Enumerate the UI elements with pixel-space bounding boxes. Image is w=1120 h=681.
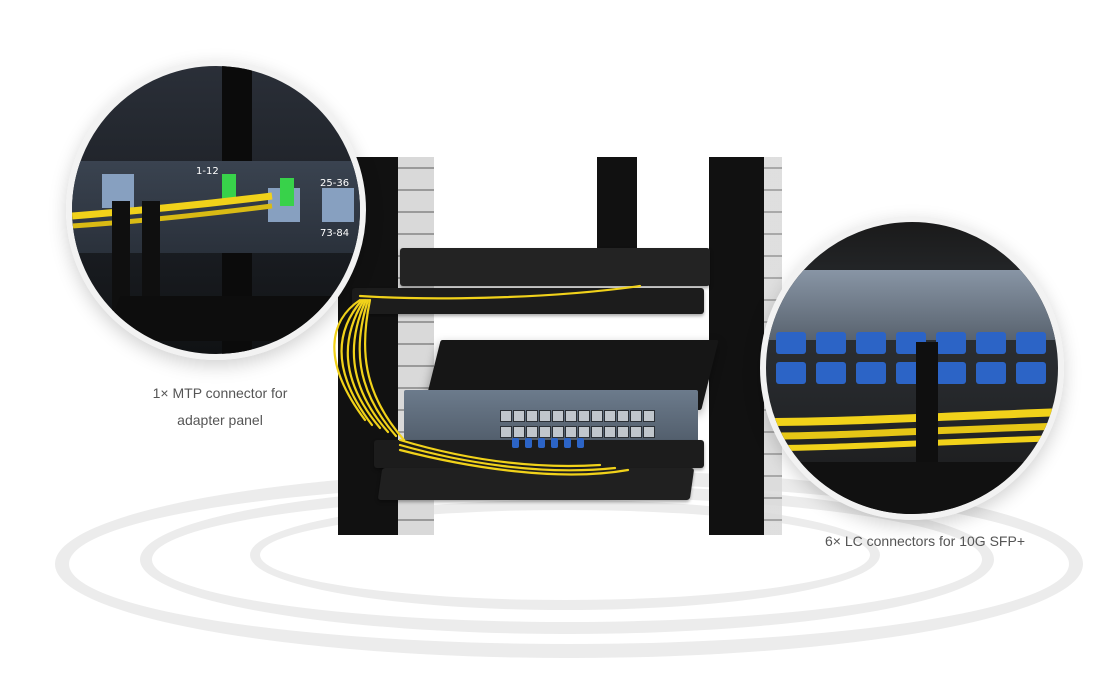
- lc-connector: [816, 332, 846, 354]
- mtp-connector-icon: [222, 174, 236, 202]
- sfp-port: [500, 426, 512, 438]
- fiber-cable: [398, 448, 630, 476]
- fiber-cable: [363, 298, 406, 442]
- sfp-port: [539, 410, 551, 422]
- rack-post-right: [709, 157, 764, 535]
- caption-lc: 6× LC connectors for 10G SFP+: [825, 533, 1025, 549]
- fiber-cable: [398, 438, 602, 468]
- lc-connector: [856, 332, 886, 354]
- sfp-port: [565, 410, 577, 422]
- fiber-cable: [398, 443, 617, 472]
- sfp-port: [539, 426, 551, 438]
- lc-connector: [816, 362, 846, 384]
- zoom-adapter: [322, 188, 354, 222]
- sfp-port: [604, 410, 616, 422]
- lc-connector: [564, 438, 571, 448]
- lc-connector: [776, 362, 806, 384]
- lc-connector: [936, 362, 966, 384]
- zoom-port-label: 25-36: [320, 178, 350, 189]
- lc-connector: [512, 438, 519, 448]
- lc-connector: [936, 332, 966, 354]
- sfp-port: [552, 410, 564, 422]
- sfp-port: [617, 410, 629, 422]
- zoom-tray: [103, 296, 360, 341]
- lc-connector: [976, 362, 1006, 384]
- sfp-port: [565, 426, 577, 438]
- lc-connector: [776, 332, 806, 354]
- lc-connector: [1016, 362, 1046, 384]
- sfp-port: [552, 426, 564, 438]
- caption-mtp-line2: adapter panel: [177, 412, 263, 428]
- zoom-fiber: [72, 192, 273, 229]
- cable-manager-top: [352, 288, 704, 314]
- sfp-port: [513, 426, 525, 438]
- sfp-port: [630, 426, 642, 438]
- lc-connector: [1016, 332, 1046, 354]
- sfp-port: [513, 410, 525, 422]
- zoom-cable-bracket: [916, 342, 938, 472]
- sfp-port: [591, 426, 603, 438]
- adapter-panel: [400, 248, 710, 286]
- zoom-switch-panel: [766, 270, 1058, 340]
- fiber-cable: [358, 284, 642, 300]
- lc-connector: [551, 438, 558, 448]
- lc-connector: [856, 362, 886, 384]
- zoom-circle-lc: [760, 216, 1064, 520]
- lc-connector: [577, 438, 584, 448]
- sfp-port: [643, 410, 655, 422]
- sfp-port: [604, 426, 616, 438]
- zoom-port-label: 1-12: [196, 166, 219, 177]
- lc-connector: [525, 438, 532, 448]
- sfp-port: [526, 410, 538, 422]
- fiber-cable: [352, 298, 390, 434]
- sfp-port: [591, 410, 603, 422]
- lc-connector: [976, 332, 1006, 354]
- zoom-tray: [766, 462, 1058, 514]
- zoom-cable-bracket: [112, 201, 130, 311]
- sfp-port: [578, 426, 590, 438]
- caption-mtp-line1: 1× MTP connector for: [152, 385, 288, 401]
- sfp-port: [630, 410, 642, 422]
- caption-mtp: 1× MTP connector for adapter panel: [130, 380, 310, 434]
- lc-connector: [538, 438, 545, 448]
- mtp-connector-icon: [280, 178, 294, 206]
- zoom-circle-mtp: 1-12 25-36 73-84: [66, 60, 366, 360]
- fiber-cable: [358, 298, 398, 438]
- floor-ring-inner: [250, 500, 880, 610]
- sfp-port: [617, 426, 629, 438]
- zoom-fiber: [766, 408, 1058, 451]
- zoom-cable-bracket: [142, 201, 160, 311]
- zoom-port-label: 73-84: [320, 228, 350, 239]
- sfp-port: [643, 426, 655, 438]
- sfp-port: [500, 410, 512, 422]
- sfp-port: [578, 410, 590, 422]
- sfp-port: [526, 426, 538, 438]
